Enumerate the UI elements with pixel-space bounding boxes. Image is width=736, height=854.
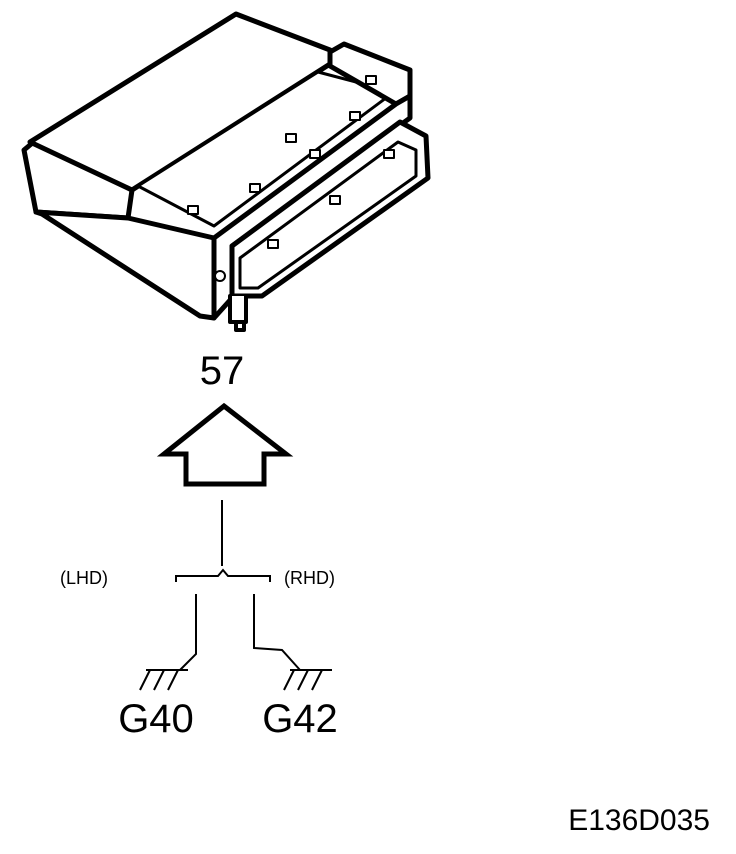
figure-code: E136D035	[568, 804, 710, 837]
unit-tab	[285, 133, 297, 143]
ground-label-left: G40	[118, 697, 194, 741]
lhd-wire	[179, 594, 197, 671]
unit-tab	[329, 195, 341, 205]
branch-bracket	[175, 568, 271, 582]
unit-front-face	[33, 209, 217, 321]
ground-wiring	[175, 500, 301, 671]
unit-connector-inner	[238, 140, 418, 290]
rhd-wire	[253, 594, 301, 671]
unit-tab	[349, 111, 361, 121]
ground-symbol-icon	[283, 669, 332, 691]
unit-tab	[267, 239, 279, 249]
up-arrow-icon	[156, 402, 294, 487]
ground-label-right: G42	[262, 697, 338, 741]
unit-connector-pins	[228, 294, 248, 332]
unit-tab	[365, 75, 377, 85]
unit-tab	[249, 183, 261, 193]
lhd-label: (LHD)	[60, 568, 108, 588]
ground-symbol-icon	[139, 669, 188, 691]
control-unit-illustration	[21, 11, 431, 332]
rhd-label: (RHD)	[284, 568, 335, 588]
component-number: 57	[200, 349, 245, 393]
unit-tab	[383, 149, 395, 159]
unit-tab	[309, 149, 321, 159]
unit-side-hole	[214, 270, 226, 282]
unit-tab	[187, 205, 199, 215]
